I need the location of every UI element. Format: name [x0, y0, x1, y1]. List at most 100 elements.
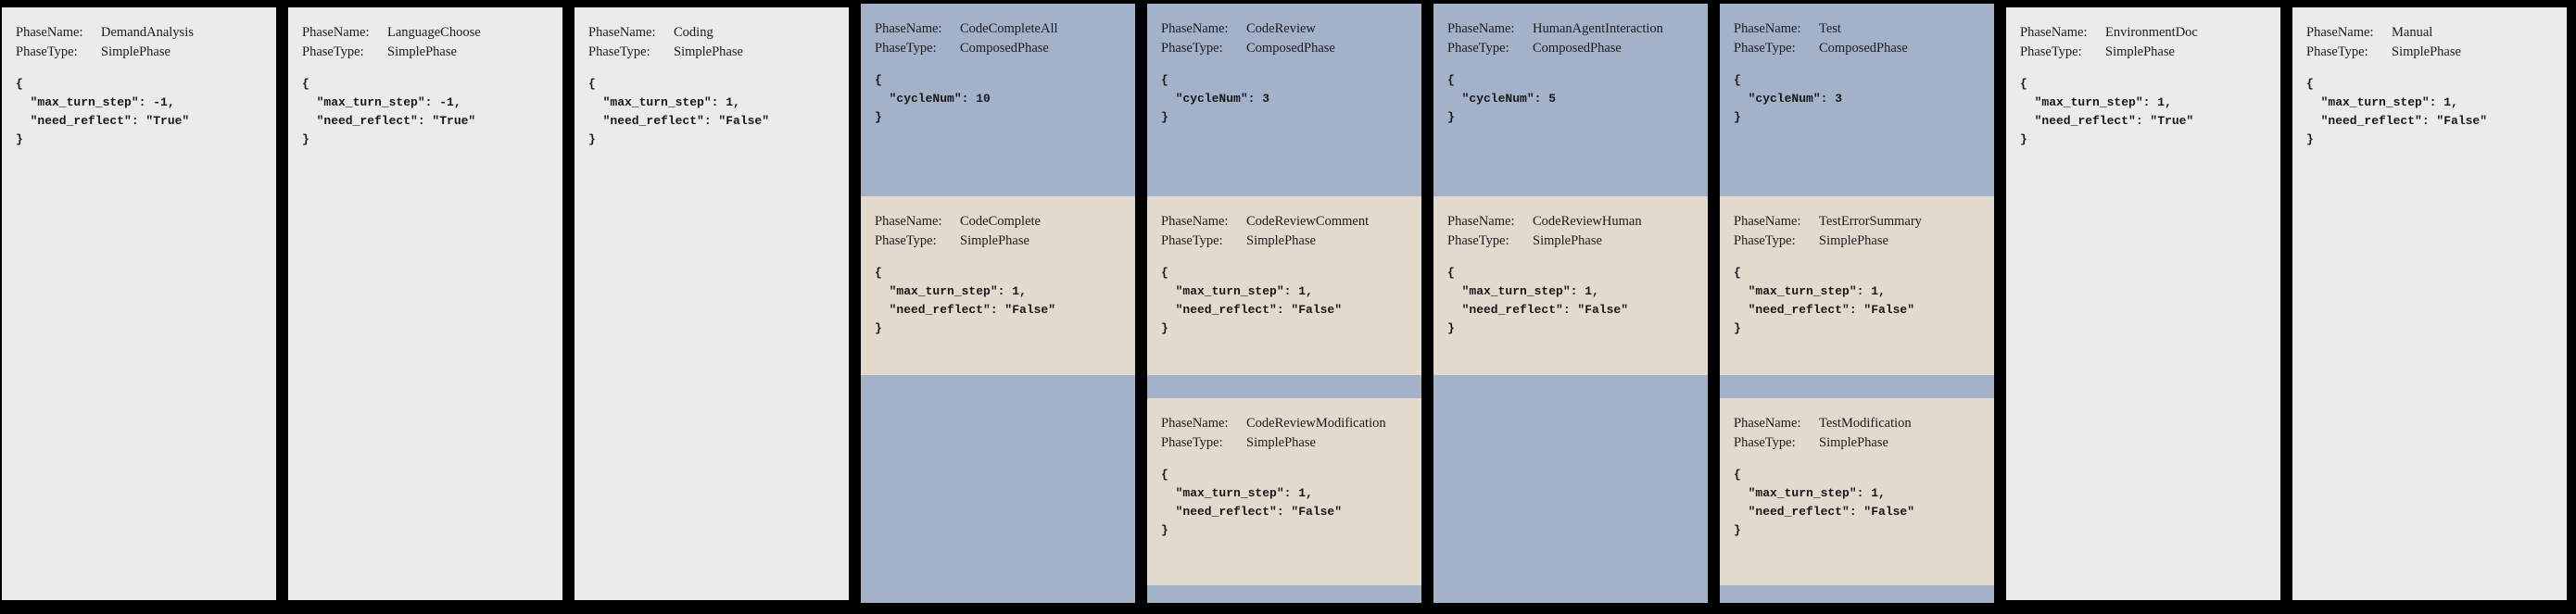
phase-column-languagechoose: PhaseName:LanguageChoose PhaseType:Simpl…	[288, 7, 562, 600]
phase-panel: PhaseName: CodeReviewModification PhaseTy…	[1147, 398, 1421, 540]
phase-panel: PhaseName: CodeComplete PhaseType: SimpleP…	[861, 196, 1135, 338]
phase-type-row: PhaseType:SimplePhase	[1734, 433, 1980, 453]
phase-name-label: PhaseName:	[1734, 21, 1801, 36]
phase-type-row: PhaseType: SimplePhase	[875, 232, 1121, 251]
phase-type-label: PhaseType:	[875, 41, 937, 56]
phase-type-row: PhaseType: SimplePhase	[1161, 232, 1408, 251]
phase-type-value: SimplePhase	[674, 44, 743, 59]
phase-name-label: PhaseName:	[16, 25, 83, 40]
phase-type-label: PhaseType:	[1161, 233, 1223, 248]
phase-name-row: PhaseName: CodeReviewComment	[1161, 212, 1408, 232]
phase-config-json: { "cycleNum": 5 }	[1447, 73, 1557, 124]
phase-type-label: PhaseType:	[1161, 435, 1223, 450]
phase-name-label: PhaseName:	[588, 25, 656, 40]
phase-type-row: PhaseType: SimplePhase	[1447, 232, 1694, 251]
phase-type-value: SimplePhase	[1246, 233, 1316, 248]
phase-column-codereview: PhaseName:CodeReview PhaseType:ComposedP…	[1147, 4, 1421, 603]
composed-phase-header: PhaseName:HumanAgentInteraction PhaseTyp…	[1433, 4, 1708, 196]
phase-config-json: { "max_turn_step": 1, "need_reflect": "F…	[1734, 468, 1915, 537]
phase-panel: PhaseName: CodeReview PhaseType:ComposedP…	[1147, 4, 1421, 127]
subphase-panel-codereviewhuman: PhaseName: CodeReviewHuman PhaseType: Simp…	[1433, 196, 1708, 375]
phase-config-json: { "max_turn_step": 1, "need_reflect": "F…	[1161, 468, 1343, 537]
phase-column-manual: PhaseName:Manual PhaseType:SimplePhase {…	[2292, 7, 2567, 600]
phase-name-label: PhaseName:	[1734, 416, 1801, 431]
phase-name-row: PhaseName: CodeReview	[1161, 19, 1408, 39]
phase-type-label: PhaseType:	[1447, 233, 1509, 248]
phase-type-label: PhaseType:	[16, 44, 78, 59]
phase-name-row: PhaseName:TestModification	[1734, 414, 1980, 433]
phase-column-environmentdoc: PhaseName: EnvironmentDoc PhaseType:Simpl…	[2006, 7, 2280, 600]
phase-type-value: SimplePhase	[101, 44, 170, 59]
phase-type-label: PhaseType:	[2306, 44, 2368, 59]
phase-type-row: PhaseType: SimplePhase	[1161, 433, 1408, 453]
phase-type-value: SimplePhase	[1533, 233, 1602, 248]
phase-type-value: SimplePhase	[1246, 435, 1316, 450]
phase-name-value: CodeReviewModification	[1246, 416, 1386, 431]
phase-panel: PhaseName: EnvironmentDoc PhaseType:Simpl…	[2006, 7, 2280, 149]
phase-column-demandanalysis: PhaseName:DemandAnalysis PhaseType:Simpl…	[2, 7, 276, 600]
phase-name-label: PhaseName:	[1161, 21, 1229, 36]
phase-type-row: PhaseType:ComposedPhase	[1161, 39, 1408, 58]
phase-name-label: PhaseName:	[1734, 214, 1801, 229]
phase-panel: PhaseName:Manual PhaseType:SimplePhase {…	[2292, 7, 2567, 149]
phase-name-value: CodeComplete	[960, 214, 1041, 229]
phase-name-label: PhaseName:	[875, 214, 942, 229]
phase-config-json: { "max_turn_step": 1, "need_reflect": "F…	[588, 77, 770, 146]
phase-name-value: CodeReviewComment	[1246, 214, 1370, 229]
phase-config-json: { "cycleNum": 3 }	[1734, 73, 1843, 124]
phase-name-row: PhaseName:TestErrorSummary	[1734, 212, 1980, 232]
phase-name-row: PhaseName: CodeReviewHuman	[1447, 212, 1694, 232]
phase-type-label: PhaseType:	[302, 44, 364, 59]
phase-name-value: Coding	[674, 25, 713, 40]
phase-type-value: ComposedPhase	[1533, 41, 1622, 56]
phase-panel: PhaseName:TestModification PhaseType:Sim…	[1720, 398, 1994, 540]
phase-panel: PhaseName: CodeReviewHuman PhaseType: Simp…	[1433, 196, 1708, 338]
phase-name-label: PhaseName:	[1161, 416, 1229, 431]
subphase-panel-testerrorsummary: PhaseName:TestErrorSummary PhaseType:Sim…	[1720, 196, 1994, 375]
phase-name-label: PhaseName:	[875, 21, 942, 36]
phase-column-humanagentinteraction: PhaseName: HumanAgentInteraction PhaseTyp…	[1433, 4, 1708, 603]
phase-name-row: PhaseName: Coding	[588, 23, 835, 43]
phase-type-row: PhaseType:SimplePhase	[2020, 43, 2267, 62]
phase-name-value: CodeReview	[1246, 21, 1316, 36]
phase-panel: PhaseName:LanguageChoose PhaseType:Simpl…	[288, 7, 562, 149]
phase-name-label: PhaseName:	[1447, 214, 1515, 229]
phase-name-row: PhaseName: CodeComplete	[875, 212, 1121, 232]
phase-type-value: SimplePhase	[1819, 435, 1888, 450]
subphase-gap	[1147, 375, 1421, 398]
phase-type-label: PhaseType:	[875, 233, 937, 248]
phase-column-codecompleteall: PhaseName:CodeCompleteAll PhaseType: Comp…	[861, 4, 1135, 603]
composed-phase-header: PhaseName: CodeReview PhaseType:ComposedP…	[1147, 4, 1421, 196]
phase-type-label: PhaseType:	[588, 44, 650, 59]
phase-type-row: PhaseType:SimplePhase	[302, 43, 549, 62]
phase-type-label: PhaseType:	[1447, 41, 1509, 56]
phase-config-json: { "max_turn_step": -1, "need_reflect": "…	[16, 77, 190, 146]
phase-config-json: { "cycleNum": 3 }	[1161, 73, 1270, 124]
subphase-panel-codereviewcomment: PhaseName: CodeReviewComment PhaseType: Si…	[1147, 196, 1421, 375]
phase-type-value: ComposedPhase	[1246, 41, 1335, 56]
phase-name-label: PhaseName:	[2020, 25, 2088, 40]
phase-name-value: HumanAgentInteraction	[1533, 21, 1663, 36]
phase-name-label: PhaseName:	[2306, 25, 2374, 40]
phase-panel: PhaseName:HumanAgentInteraction PhaseTyp…	[1433, 4, 1708, 127]
phase-name-value: EnvironmentDoc	[2105, 25, 2198, 40]
phase-panel: PhaseName:CodeCompleteAll PhaseType: Comp…	[861, 4, 1135, 127]
phase-name-label: PhaseName:	[1161, 214, 1229, 229]
phase-type-value: ComposedPhase	[960, 41, 1049, 56]
phase-type-row: PhaseType: ComposedPhase	[875, 39, 1121, 58]
phase-name-row: PhaseName:LanguageChoose	[302, 23, 549, 43]
phase-config-json: { "max_turn_step": -1, "need_reflect": "…	[302, 77, 476, 146]
phase-type-row: PhaseType:SimplePhase	[2306, 43, 2553, 62]
phase-config-json: { "max_turn_step": 1, "need_reflect": "T…	[2020, 77, 2194, 146]
phase-type-row: PhaseType: ComposedPhase	[1447, 39, 1694, 58]
phase-name-row: PhaseName:CodeCompleteAll	[875, 19, 1121, 39]
phase-type-value: SimplePhase	[960, 233, 1029, 248]
phase-panel: PhaseName:TestErrorSummary PhaseType:Sim…	[1720, 196, 1994, 338]
phase-config-board: PhaseName:DemandAnalysis PhaseType:Simpl…	[2, 0, 2567, 603]
phase-config-json: { "max_turn_step": 1, "need_reflect": "F…	[1734, 266, 1915, 335]
phase-config-json: { "max_turn_step": 1, "need_reflect": "F…	[2306, 77, 2488, 146]
phase-name-value: CodeReviewHuman	[1533, 214, 1642, 229]
phase-name-value: LanguageChoose	[387, 25, 481, 40]
phase-type-row: PhaseType:SimplePhase	[1734, 232, 1980, 251]
phase-type-row: PhaseType:ComposedPhase	[1734, 39, 1980, 58]
